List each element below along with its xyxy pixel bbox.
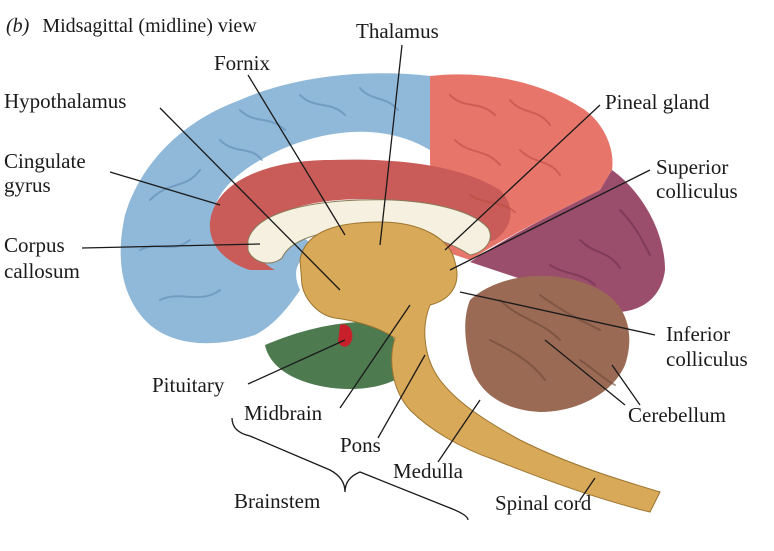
gyri-texture: [139, 87, 651, 386]
leader-hypothalamus: [159, 107, 341, 291]
label-superior-line2: colliculus: [656, 179, 738, 203]
label-medulla: Medulla: [393, 459, 464, 483]
leader-inferior: [459, 291, 656, 336]
label-corpus-line1: Corpus: [4, 233, 65, 257]
leader-lines: [81, 44, 656, 501]
label-inferior-line1: Inferior: [666, 322, 730, 346]
title-text: Midsagittal (midline) view: [42, 15, 257, 37]
leader-pituitary: [247, 339, 346, 385]
leader-pons: [377, 354, 426, 439]
leader-fornix: [247, 74, 346, 236]
label-thalamus: Thalamus: [356, 19, 439, 43]
label-pons: Pons: [340, 433, 381, 457]
figure-title: (b) Midsagittal (midline) view: [6, 15, 257, 37]
label-spinal-cord: Spinal cord: [495, 491, 592, 515]
occipital-cortex-region: [470, 170, 665, 312]
leader-midbrain: [339, 304, 411, 409]
frontal-cortex-region: [120, 73, 430, 344]
leader-thalamus: [379, 44, 403, 246]
label-brainstem: Brainstem: [234, 489, 320, 513]
label-fornix: Fornix: [214, 51, 271, 75]
corpus-callosum-region: [247, 199, 491, 264]
label-inferior-line2: colliculus: [666, 347, 748, 371]
label-midbrain: Midbrain: [244, 401, 323, 425]
label-cerebellum: Cerebellum: [628, 403, 726, 427]
brainstem-region: [299, 221, 661, 513]
panel-letter: (b): [6, 15, 30, 37]
leader-cingulate: [109, 171, 221, 206]
label-hypothalamus: Hypothalamus: [4, 89, 126, 113]
leader-cerebellum-a: [544, 339, 626, 406]
leader-corpus: [81, 243, 261, 249]
cerebellum-region: [465, 275, 630, 412]
label-superior-line1: Superior: [656, 155, 728, 179]
label-cingulate-line1: Cingulate: [4, 149, 86, 173]
leader-pineal: [444, 104, 601, 251]
cingulate-gyrus-region: [209, 159, 511, 270]
leader-medulla: [437, 399, 481, 463]
leader-spinal-cord: [579, 477, 596, 501]
leader-cerebellum-b: [611, 364, 641, 406]
brainstem-bracket: [231, 417, 469, 521]
label-corpus-line2: callosum: [4, 259, 80, 283]
label-cingulate-line2: gyrus: [4, 173, 51, 197]
label-pineal: Pineal gland: [605, 90, 710, 114]
leader-superior: [449, 169, 651, 271]
label-pituitary: Pituitary: [152, 373, 225, 397]
temporal-region: [265, 321, 400, 389]
